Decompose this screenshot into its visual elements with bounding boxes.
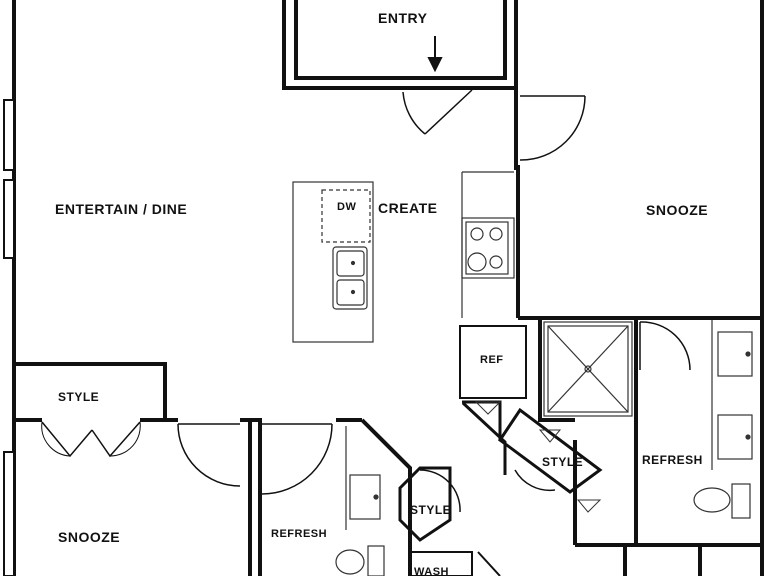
- room-label-snooze-right: SNOOZE: [646, 202, 709, 218]
- fixture-label-dishwasher: DW: [337, 201, 357, 213]
- door-swings: [41, 89, 691, 513]
- window-panels: [3, 99, 15, 576]
- walls: [12, 0, 764, 576]
- wash-box: [409, 551, 501, 576]
- room-label-style-center: STYLE: [410, 503, 452, 517]
- angled-closets: [398, 400, 603, 542]
- room-label-wash: WASH: [414, 566, 449, 578]
- room-label-style-left: STYLE: [58, 390, 100, 404]
- room-label-create: CREATE: [378, 200, 438, 216]
- kitchen-counter: [461, 171, 515, 318]
- center-bath-fixtures: [335, 426, 385, 576]
- room-label-snooze-left: SNOOZE: [58, 529, 121, 545]
- room-label-entertain-dine: ENTERTAIN / DINE: [55, 201, 188, 217]
- counter-triangles: [474, 401, 602, 513]
- room-label-entry: ENTRY: [378, 10, 428, 26]
- room-label-refresh-right: REFRESH: [642, 453, 703, 467]
- shower: [543, 321, 633, 417]
- kitchen-island: [292, 181, 374, 343]
- right-bath-fixtures: [693, 320, 753, 519]
- room-label-refresh-center: REFRESH: [271, 528, 328, 540]
- room-label-style-right: STYLE: [542, 455, 584, 469]
- refrigerator: [459, 325, 527, 399]
- entry-arrow: [427, 36, 443, 73]
- fixture-label-refrigerator: REF: [480, 354, 504, 366]
